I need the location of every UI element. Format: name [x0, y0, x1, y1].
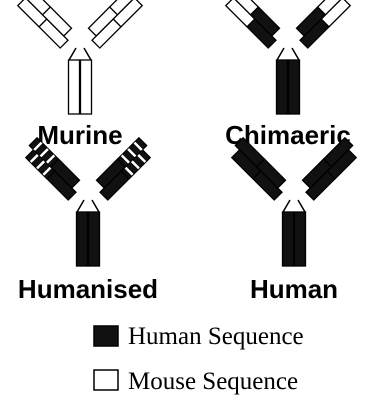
fc-heavy-chain	[89, 212, 100, 266]
legend-label-human: Human Sequence	[128, 323, 304, 350]
label-humanised: Humanised	[18, 274, 158, 304]
fc-heavy-chain	[69, 60, 80, 114]
hinge	[77, 200, 99, 212]
label-human: Human	[250, 274, 338, 304]
fc-heavy-chain	[283, 212, 294, 266]
fc-heavy-chain	[81, 60, 92, 114]
fc-heavy-chain	[77, 212, 88, 266]
legend-label-mouse: Mouse Sequence	[128, 368, 298, 395]
fc-heavy-chain	[295, 212, 306, 266]
hinge	[69, 48, 91, 60]
fc-heavy-chain	[277, 60, 288, 114]
label-murine: Murine	[37, 120, 122, 150]
antibody-murine	[14, 0, 147, 114]
legend-swatch-human	[94, 326, 118, 346]
hinge	[283, 200, 305, 212]
antibody-human	[228, 138, 361, 266]
hinge	[277, 48, 299, 60]
antibody-chimaeric	[222, 0, 355, 114]
antibody-humanised	[22, 138, 155, 266]
fc-heavy-chain	[289, 60, 300, 114]
fab-arm-right	[292, 0, 354, 48]
legend-swatch-mouse	[94, 370, 118, 390]
fab-arm-left	[222, 0, 284, 48]
fab-arm-right	[84, 0, 146, 48]
fab-arm-left	[14, 0, 76, 48]
